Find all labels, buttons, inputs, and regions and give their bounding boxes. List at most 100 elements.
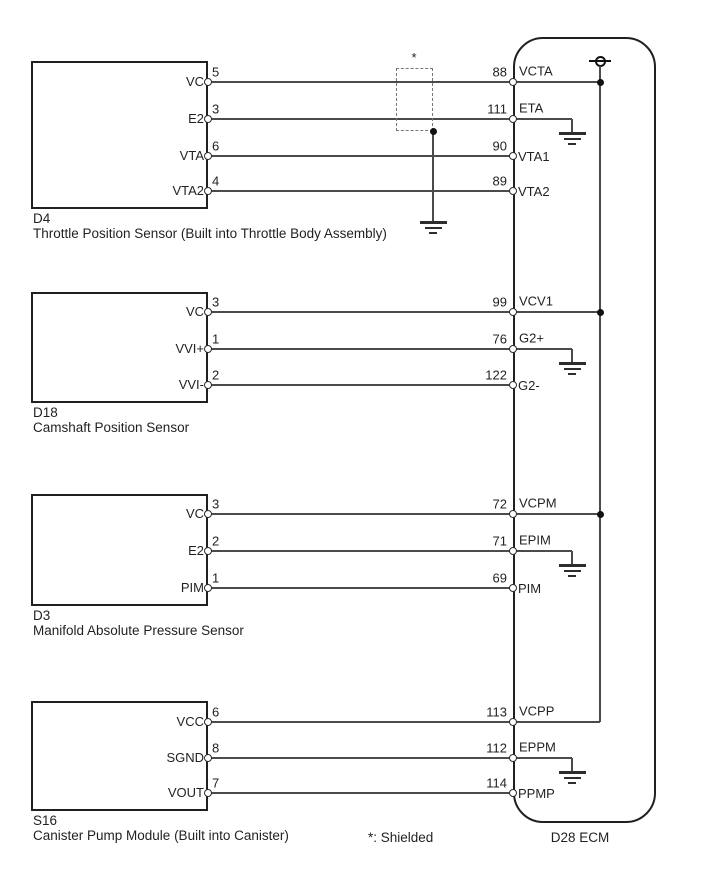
wire-vta2: [208, 190, 513, 192]
ecm-label: D28 ECM: [550, 830, 610, 845]
component-id: D18: [33, 405, 58, 420]
sensor-pin-number: 8: [212, 740, 220, 756]
component-desc: Throttle Position Sensor (Built into Thr…: [33, 226, 387, 241]
junction-dot-icon: [596, 308, 604, 316]
ecm-pin-name: VTA2: [518, 183, 550, 199]
pin-terminal-icon: [204, 78, 212, 86]
sensor-pin-number: 2: [212, 533, 220, 549]
ecm-internal-wire: [513, 348, 572, 350]
ecm-pin-number: 71: [492, 533, 507, 549]
ecm-pin-number: 88: [492, 64, 507, 80]
pin-terminal-icon: [509, 78, 517, 86]
ecm-pin-name: ETA: [519, 100, 544, 116]
component-id: S16: [33, 813, 58, 828]
ground-icon: [563, 367, 581, 370]
sensor-pin-name: VOUT: [167, 784, 204, 800]
ecm-pin-number: 112: [486, 740, 507, 756]
ecm-pin-name: VCPM: [519, 495, 557, 511]
ecm-pin-number: 89: [492, 173, 507, 189]
junction-dot-icon: [596, 510, 604, 518]
pin-terminal-icon: [204, 754, 212, 762]
ecm-internal-wire: [513, 311, 600, 313]
sensor-pin-number: 2: [212, 367, 220, 383]
sensor-pin-number: 7: [212, 775, 220, 791]
wire-g2+: [208, 348, 513, 350]
pin-terminal-icon: [204, 510, 212, 518]
pin-terminal-icon: [509, 510, 517, 518]
pin-terminal-icon: [204, 718, 212, 726]
sensor-pin-name: E2: [188, 542, 204, 558]
wire-g2-: [208, 384, 513, 386]
wire-vcta: [208, 81, 513, 83]
pin-terminal-icon: [509, 345, 517, 353]
pin-terminal-icon: [204, 115, 212, 123]
shield-drain-wire: [432, 131, 434, 221]
ecm-internal-wire: [513, 118, 572, 120]
sensor-pin-name: VC: [185, 303, 204, 319]
vc-bus-wire: [599, 66, 601, 722]
ecm-pin-name: VCPP: [519, 703, 555, 719]
shield-outline: [396, 68, 433, 131]
sensor-pin-name: VCC: [176, 713, 204, 729]
ecm-internal-wire: [513, 721, 600, 723]
ecm-pin-name: VCV1: [519, 293, 553, 309]
pin-terminal-icon: [509, 754, 517, 762]
ground-icon: [558, 132, 586, 135]
wire-vcv1: [208, 311, 513, 313]
ecm-body: [513, 37, 656, 823]
sensor-pin-name: VVI+: [175, 340, 204, 356]
sensor-pin-name: PIM: [180, 579, 204, 595]
ground-icon: [558, 771, 586, 774]
sensor-pin-name: E2: [188, 110, 204, 126]
sensor-pin-number: 1: [212, 570, 220, 586]
pin-terminal-icon: [204, 187, 212, 195]
ecm-pin-name: PPMP: [518, 785, 555, 801]
sensor-pin-number: 6: [212, 138, 220, 154]
sensor-pin-number: 6: [212, 704, 220, 720]
pin-terminal-icon: [204, 547, 212, 555]
pin-terminal-icon: [509, 187, 517, 195]
component-box-d4: [31, 61, 208, 209]
ecm-pin-name: PIM: [518, 580, 542, 596]
ecm-internal-wire: [571, 551, 573, 565]
wire-epim: [208, 550, 513, 552]
pin-terminal-icon: [509, 547, 517, 555]
ground-icon: [568, 373, 576, 375]
component-desc: Manifold Absolute Pressure Sensor: [33, 623, 244, 638]
ground-icon: [424, 226, 442, 229]
ecm-pin-number: 114: [486, 775, 507, 791]
sensor-pin-name: VC: [185, 505, 204, 521]
ground-icon: [558, 564, 586, 567]
wire-eta: [208, 118, 513, 120]
ecm-internal-wire: [513, 550, 572, 552]
sensor-pin-name: VTA: [179, 147, 204, 163]
ecm-pin-name: VTA1: [518, 148, 550, 164]
ecm-internal-wire: [513, 81, 600, 83]
pin-terminal-icon: [509, 584, 517, 592]
sensor-pin-name: VTA2: [172, 182, 204, 198]
pin-terminal-icon: [509, 152, 517, 160]
ecm-pin-name: G2+: [519, 330, 544, 346]
ecm-pin-number: 122: [485, 367, 507, 383]
ground-icon: [568, 143, 576, 145]
wire-vta1: [208, 155, 513, 157]
pin-terminal-icon: [509, 718, 517, 726]
ecm-pin-name: G2-: [518, 377, 540, 393]
wire-eppm: [208, 757, 513, 759]
junction-dot-icon: [596, 78, 604, 86]
pin-terminal-icon: [204, 345, 212, 353]
ground-icon: [568, 782, 576, 784]
ground-icon: [429, 232, 437, 234]
pin-terminal-icon: [204, 789, 212, 797]
shield-star: *: [411, 50, 417, 65]
sensor-pin-name: VVI-: [178, 376, 204, 392]
component-id: D4: [33, 211, 51, 226]
pin-terminal-icon: [509, 308, 517, 316]
ecm-pin-number: 90: [492, 138, 507, 154]
ecm-internal-wire: [571, 349, 573, 363]
ecm-pin-number: 111: [487, 101, 507, 117]
ecm-pin-name: EPPM: [519, 739, 556, 755]
wire-pim: [208, 587, 513, 589]
ground-icon: [558, 362, 586, 365]
sensor-pin-number: 4: [212, 173, 220, 189]
